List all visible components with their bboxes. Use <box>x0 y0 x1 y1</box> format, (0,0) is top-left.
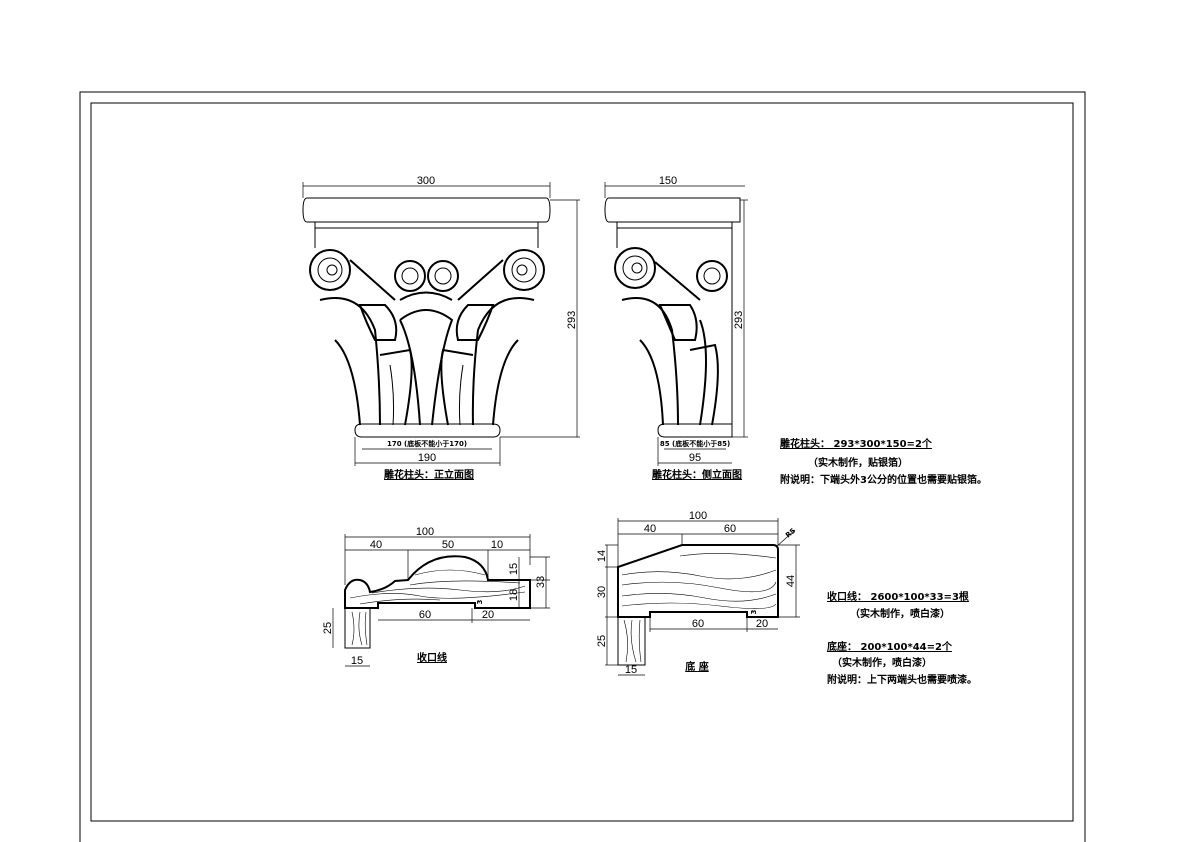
dim-total: 100 <box>689 510 707 522</box>
dim-b: 50 <box>442 539 454 551</box>
caption-front: 雕花柱头：正立面图 <box>384 468 474 481</box>
dim-base: 95 <box>689 452 701 464</box>
dim-mid: 18 <box>508 589 520 601</box>
dim-base-inner: 170 (底板不能小于170) <box>387 439 467 448</box>
dim-bottom-b: 20 <box>756 618 768 630</box>
acanthus-leaves <box>319 297 535 426</box>
dim-total: 100 <box>416 526 434 538</box>
dim-a: 40 <box>370 539 382 551</box>
note-title: 雕花柱头： 293*300*150=2个 <box>780 437 933 450</box>
note-title: 底座： 200*100*44=2个 <box>827 640 953 653</box>
drawing-frame <box>79 91 1086 842</box>
dim-height: 293 <box>566 311 578 329</box>
dim-height: 33 <box>535 576 547 588</box>
notes-profiles: 收口线： 2600*100*33=3根 （实木制作，喷白漆） 底座： 200*1… <box>827 590 977 686</box>
dim-base: 190 <box>418 452 436 464</box>
capital-front-elevation: 300 293 170 (底板不能小于170) 190 <box>302 175 580 481</box>
caption-side: 雕花柱头：侧立面图 <box>652 468 742 481</box>
dim-width: 300 <box>417 175 435 187</box>
dim-bottom-b: 20 <box>482 609 494 621</box>
dim-top: 14 <box>596 550 608 562</box>
dim-height: 44 <box>785 575 797 587</box>
trim-profile: 100 40 50 10 15 18 33 3 60 20 25 15 收口线 <box>322 526 550 667</box>
caption-base: 底 座 <box>685 660 708 673</box>
capital-side-elevation: 150 293 85 (底板不能小于85) 95 雕花柱头：侧立面图 <box>604 175 748 481</box>
caption-trim: 收口线 <box>417 651 447 664</box>
dim-bottom-a: 60 <box>419 609 431 621</box>
dim-b: 60 <box>724 523 736 535</box>
dim-leg-h: 25 <box>322 622 334 634</box>
dim-groove: 3 <box>750 609 758 614</box>
note-title: 收口线： 2600*100*33=3根 <box>827 590 969 603</box>
dim-bottom-a: 60 <box>692 618 704 630</box>
notes-capital: 雕花柱头： 293*300*150=2个 （实木制作，贴银箔） 附说明：下端头外… <box>780 437 987 486</box>
dim-leg-w: 15 <box>351 655 363 667</box>
dim-base-inner: 85 (底板不能小于85) <box>660 439 730 448</box>
note-line: 附说明：上下两端头也需要喷漆。 <box>827 673 977 686</box>
note-line: （实木制作，贴银箔） <box>808 456 908 469</box>
dim-c: 10 <box>491 539 503 551</box>
note-line: （实木制作，喷白漆） <box>850 607 950 620</box>
dim-leg-w: 15 <box>625 664 637 676</box>
dim-groove: 3 <box>476 599 484 604</box>
dim-height: 293 <box>733 311 745 329</box>
dim-top: 15 <box>508 563 520 575</box>
note-line: （实木制作，喷白漆） <box>832 656 932 669</box>
dim-a: 40 <box>644 523 656 535</box>
volute-ornaments <box>309 249 545 301</box>
note-line: 附说明：下端头外3公分的位置也需要贴银箔。 <box>780 473 987 486</box>
dim-width: 150 <box>659 175 677 187</box>
base-profile: 100 40 60 R5 14 30 25 44 3 60 20 15 底 座 <box>596 510 800 676</box>
dim-leg-h: 25 <box>596 635 608 647</box>
dim-mid: 30 <box>596 586 608 598</box>
